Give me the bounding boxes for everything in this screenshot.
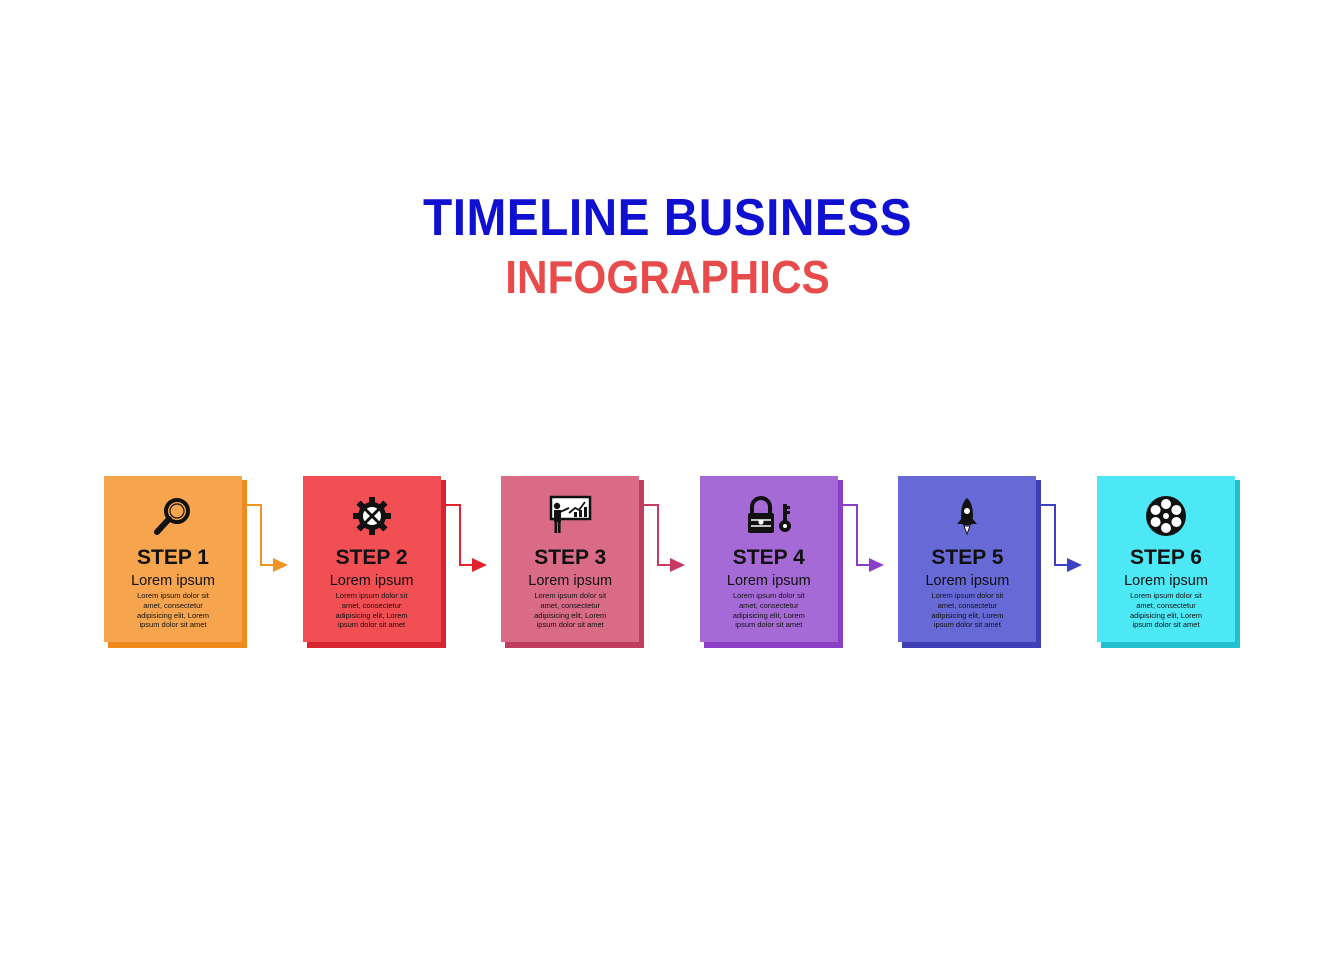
- step-subtitle: Lorem ipsum: [131, 573, 215, 589]
- step-label: STEP 3: [534, 546, 607, 569]
- film-reel-icon: [1097, 494, 1235, 538]
- step-card-side: [242, 480, 247, 646]
- step-subtitle: Lorem ipsum: [925, 573, 1010, 589]
- presentation-icon: [501, 494, 639, 538]
- step-card-side: [837, 480, 843, 646]
- step-label: STEP 2: [335, 546, 408, 569]
- step-card-bottom: [505, 642, 645, 648]
- step-description: Lorem ipsum dolor sit amet, consectetur …: [335, 591, 408, 630]
- rocket-icon: [898, 494, 1036, 538]
- step-card-side: [440, 480, 446, 646]
- step-subtitle: Lorem ipsum: [528, 573, 613, 589]
- step-card-bottom: [703, 642, 843, 648]
- step-card-bottom: [1101, 642, 1240, 648]
- connector-arrow-2: [444, 504, 487, 572]
- gear-tools-icon: [303, 494, 441, 538]
- step-card-side: [639, 480, 645, 646]
- step-description: Lorem ipsum dolor sit amet, consectetur …: [136, 591, 210, 630]
- connector-arrow-4: [841, 504, 884, 572]
- connector-arrow-1: [246, 504, 288, 572]
- step-card-bottom: [902, 642, 1042, 648]
- step-subtitle: Lorem ipsum: [329, 573, 414, 589]
- step-label: STEP 5: [931, 546, 1004, 569]
- step-card-bottom: [108, 642, 247, 648]
- step-card-bottom: [306, 642, 446, 648]
- step-label: STEP 6: [1130, 546, 1202, 569]
- step-card-side: [1235, 480, 1240, 646]
- step-subtitle: Lorem ipsum: [726, 573, 811, 589]
- step-description: Lorem ipsum dolor sit amet, consectetur …: [1129, 591, 1203, 630]
- step-description: Lorem ipsum dolor sit amet, consectetur …: [931, 591, 1004, 630]
- step-description: Lorem ipsum dolor sit amet, consectetur …: [534, 591, 607, 630]
- connector-arrow-3: [643, 504, 686, 572]
- step-subtitle: Lorem ipsum: [1124, 573, 1208, 589]
- step-label: STEP 1: [137, 546, 209, 569]
- step-label: STEP 4: [732, 546, 805, 569]
- step-card-side: [1036, 480, 1042, 646]
- connector-arrow-5: [1040, 504, 1083, 572]
- lock-key-icon: [700, 494, 838, 538]
- magnifier-icon: [104, 494, 242, 538]
- step-description: Lorem ipsum dolor sit amet, consectetur …: [732, 591, 805, 630]
- page-title: TIMELINE BUSINESS: [423, 189, 912, 247]
- page-subtitle: INFOGRAPHICS: [505, 251, 830, 303]
